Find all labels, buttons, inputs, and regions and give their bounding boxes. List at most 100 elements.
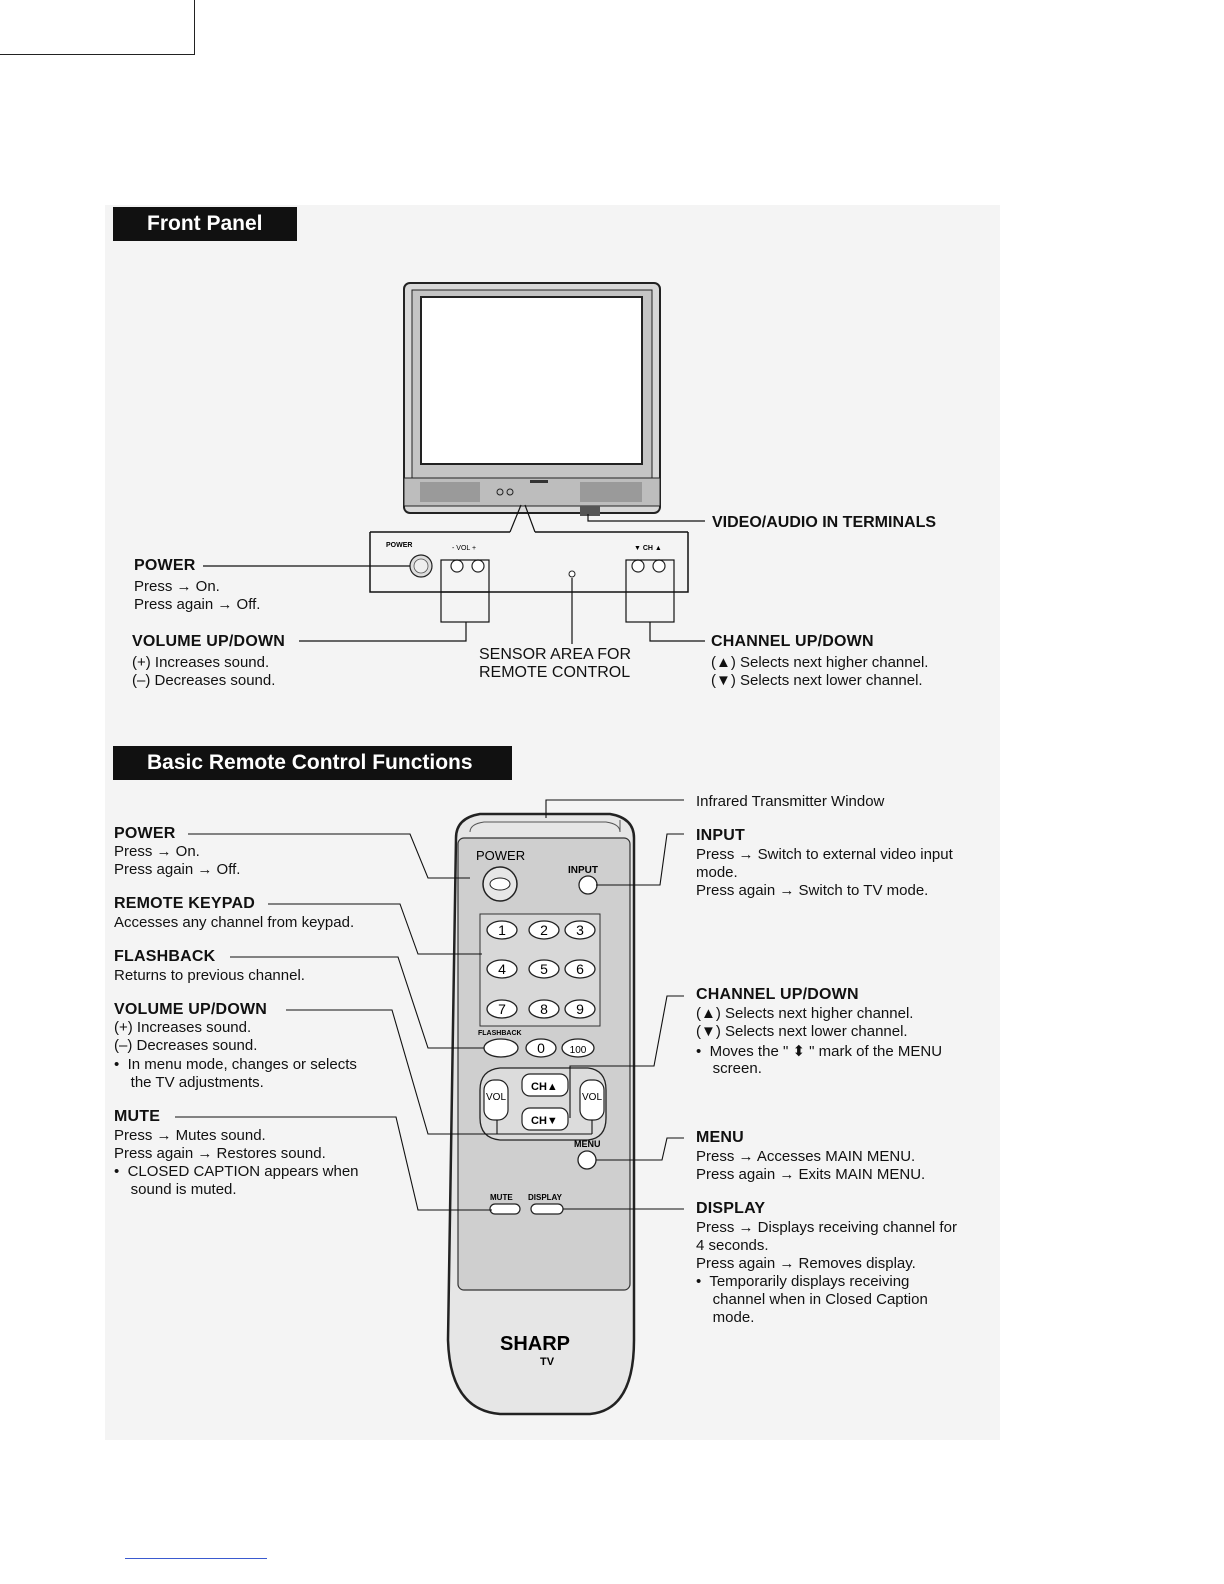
rm-mute-line-2: Press again → Restores sound. xyxy=(114,1145,326,1162)
fp-power-title: POWER xyxy=(134,557,196,574)
keypad-label-9: 9 xyxy=(576,1001,584,1017)
remote-menu-label: MENU xyxy=(574,1139,601,1149)
remote-ch-down-button xyxy=(521,1107,569,1131)
keypad-button-1[interactable] xyxy=(486,920,518,940)
rm-menu-title: MENU xyxy=(696,1129,744,1146)
remote-mute-label: MUTE xyxy=(490,1193,513,1202)
keypad-label-8: 8 xyxy=(540,1001,548,1017)
rm-input-line-1: Press → Switch to external video input xyxy=(696,846,953,863)
rm-display-line-4: • Temporarily displays receiving xyxy=(696,1273,910,1290)
rm-channel-title: CHANNEL UP/DOWN xyxy=(696,986,859,1003)
front-panel-detail: POWER - VOL + ▼ CH ▲ xyxy=(203,531,705,644)
remote-display-label: DISPLAY xyxy=(528,1193,563,1202)
fp-sensor-line-1: SENSOR AREA FOR xyxy=(479,646,632,663)
keypad-button-0[interactable] xyxy=(525,1038,557,1058)
remote-ch-up-label: CH▲ xyxy=(531,1081,558,1093)
fp-channel-line-1: (▲) Selects next higher channel. xyxy=(711,654,929,671)
remote-brand-sub: TV xyxy=(540,1356,555,1368)
rm-channel-line-4: screen. xyxy=(696,1060,762,1077)
fp-volume-line-1: (+) Increases sound. xyxy=(132,654,270,671)
rm-display-line-5: channel when in Closed Caption xyxy=(696,1291,928,1308)
keypad-label-100: 100 xyxy=(570,1045,587,1056)
video-audio-label: VIDEO/AUDIO IN TERMINALS xyxy=(712,514,937,531)
rm-mute-line-4: sound is muted. xyxy=(114,1181,237,1198)
front-panel-header: Front Panel xyxy=(113,207,297,241)
rm-flashback-line-1: Returns to previous channel. xyxy=(114,967,305,984)
remote-vol-down-label: VOL xyxy=(486,1092,506,1103)
rm-input-title: INPUT xyxy=(696,827,745,844)
rm-menu-line-1: Press → Accesses MAIN MENU. xyxy=(696,1148,916,1165)
remote-menu-button xyxy=(577,1150,597,1170)
remote-header: Basic Remote Control Functions xyxy=(113,746,512,780)
rm-power-line-1: Press → On. xyxy=(114,843,200,860)
rm-channel-line-2: (▼) Selects next lower channel. xyxy=(696,1023,908,1040)
rm-display-line-1: Press → Displays receiving channel for xyxy=(696,1219,957,1236)
keypad-button-9[interactable] xyxy=(564,999,596,1019)
keypad-label-6: 6 xyxy=(576,961,584,977)
rm-mute-line-3: • CLOSED CAPTION appears when xyxy=(114,1163,359,1180)
tv-illustration xyxy=(403,282,661,516)
keypad-label-0: 0 xyxy=(537,1040,545,1056)
remote-flashback-button xyxy=(483,1038,519,1058)
rm-display-line-3: Press again → Removes display. xyxy=(696,1255,916,1272)
keypad-button-7[interactable] xyxy=(486,999,518,1019)
page-corner-box xyxy=(0,0,195,55)
remote-input-button xyxy=(578,875,598,895)
keypad-label-7: 7 xyxy=(498,1001,506,1017)
rm-volume-line-3: • In menu mode, changes or selects xyxy=(114,1056,357,1073)
keypad-button-2[interactable] xyxy=(528,920,560,940)
remote-ch-up-button xyxy=(521,1073,569,1097)
footer-rule xyxy=(125,1558,267,1559)
keypad-label-2: 2 xyxy=(540,922,548,938)
remote-ch-down-label: CH▼ xyxy=(531,1115,558,1127)
rm-volume-line-1: (+) Increases sound. xyxy=(114,1019,252,1036)
fp-channel-line-2: (▼) Selects next lower channel. xyxy=(711,672,923,689)
rm-infrared-label: Infrared Transmitter Window xyxy=(696,793,885,810)
keypad-label-3: 3 xyxy=(576,922,584,938)
keypad-button-8[interactable] xyxy=(528,999,560,1019)
rm-display-line-6: mode. xyxy=(696,1309,755,1326)
rm-display-title: DISPLAY xyxy=(696,1200,766,1217)
fp-sensor-line-2: REMOTE CONTROL xyxy=(479,664,631,681)
panel-power-label: POWER xyxy=(386,542,412,549)
rm-channel-line-1: (▲) Selects next higher channel. xyxy=(696,1005,914,1022)
remote-flashback-label: FLASHBACK xyxy=(478,1030,522,1037)
keypad-button-3[interactable] xyxy=(564,920,596,940)
fp-volume-title: VOLUME UP/DOWN xyxy=(132,633,286,650)
rm-power-line-2: Press again → Off. xyxy=(114,861,241,878)
remote-vol-down-button xyxy=(483,1079,509,1121)
keypad-button-5[interactable] xyxy=(528,959,560,979)
remote-vol-up-label: VOL xyxy=(582,1092,602,1103)
rm-volume-title: VOLUME UP/DOWN xyxy=(114,1001,268,1018)
keypad-button-6[interactable] xyxy=(564,959,596,979)
keypad-label-4: 4 xyxy=(498,961,506,977)
rm-channel-line-3: • Moves the " ⬍ " mark of the MENU xyxy=(696,1043,943,1060)
panel-ch-label: ▼ CH ▲ xyxy=(634,545,662,552)
remote-input-label: INPUT xyxy=(568,865,598,876)
rm-input-line-2: mode. xyxy=(696,864,738,881)
remote-mute-button xyxy=(489,1203,521,1215)
rm-keypad-line-1: Accesses any channel from keypad. xyxy=(114,914,355,931)
rm-volume-line-4: the TV adjustments. xyxy=(114,1074,264,1091)
rm-input-line-3: Press again → Switch to TV mode. xyxy=(696,882,929,899)
keypad-button-100[interactable] xyxy=(561,1038,595,1058)
keypad-label-5: 5 xyxy=(540,961,548,977)
rm-power-title: POWER xyxy=(114,825,176,842)
remote-power-label: POWER xyxy=(476,848,525,863)
panel-vol-label: - VOL + xyxy=(452,545,476,552)
panel-sensor xyxy=(568,570,576,578)
rm-display-line-2: 4 seconds. xyxy=(696,1237,769,1254)
rm-volume-line-2: (–) Decreases sound. xyxy=(114,1037,258,1054)
remote-brand-logo: SHARP xyxy=(500,1333,570,1355)
keypad-label-1: 1 xyxy=(498,922,506,938)
remote-display-button xyxy=(530,1203,564,1215)
fp-volume-line-2: (–) Decreases sound. xyxy=(132,672,276,689)
fp-channel-title: CHANNEL UP/DOWN xyxy=(711,633,874,650)
rm-flashback-title: FLASHBACK xyxy=(114,948,216,965)
rm-keypad-title: REMOTE KEYPAD xyxy=(114,895,255,912)
keypad-button-4[interactable] xyxy=(486,959,518,979)
rm-mute-title: MUTE xyxy=(114,1108,161,1125)
